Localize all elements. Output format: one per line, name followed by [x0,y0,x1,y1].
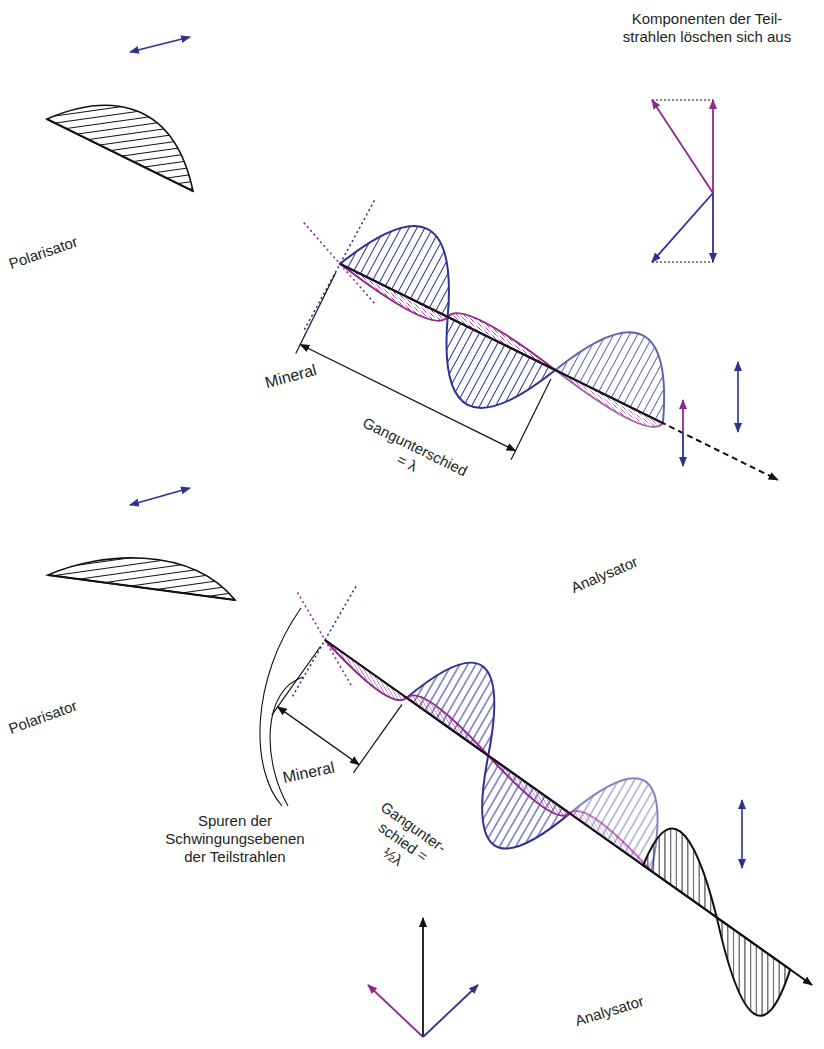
polarizer-panel: Polarisator [4,460,238,750]
wave-lobe [557,792,651,871]
shape-face [6,6,196,282]
component-label: Analysator [568,552,640,596]
component-vector [682,433,684,466]
shape-face [570,780,762,1040]
annotation-text: Komponenten der Teil- strahlen löschen s… [612,10,802,46]
component-vector [712,100,714,193]
fast-ray-wave [320,241,682,445]
analyzer-panel: Analysator [568,778,764,1042]
analyzer-direction [737,362,739,432]
component-vector [368,985,423,1037]
dimension-label: Gangunterschied = λ [348,412,473,498]
component-label: Polarisator [6,232,79,272]
projection-line [652,99,713,100]
wave-lobe [325,640,419,719]
shape-face [235,534,425,564]
component-vector [652,193,713,262]
dimension-label: Gangunter- schied = ½λ [354,797,450,887]
wave-lobe [643,805,716,917]
wave-lobe [717,917,790,1039]
shape-face [6,464,236,747]
extinguished-ray [660,422,778,480]
dimension-tick [511,379,551,460]
component-vector [682,400,684,433]
analyzer-panel-outline [568,778,764,1042]
component-vector [652,100,713,193]
wave-lobe [394,676,488,755]
analyzer-direction [741,800,743,868]
component-label: Mineral [263,361,318,392]
dimension-arrow [278,707,360,765]
projection-line [652,261,713,262]
mineral-block: Mineral [233,530,427,798]
resultant-vector [422,918,424,1037]
analyzer-panel: Analysator [565,316,763,610]
shape-face [235,546,266,796]
wave-lobe [428,294,555,370]
annotation-text: Spuren der Schwingungsebenen der Teilstr… [158,812,312,866]
light-ray [340,264,660,422]
polarizer-panel: Polarisator [4,4,198,286]
shape-face [567,318,761,608]
component-label: Mineral [281,758,336,787]
leader-line [270,677,303,806]
wave-lobe [340,264,467,340]
polarizer-panel-outline [4,460,238,750]
light-ray [47,119,193,191]
shape-face [258,190,495,400]
polarizer-panel-outline [4,4,198,286]
wave-lobe [555,370,682,446]
mineral-block-outline [193,148,498,403]
component-label: Polarisator [6,696,79,737]
polarized-wave [48,558,235,600]
light-ray [48,575,235,600]
dimension-tick [353,704,402,773]
mineral-block: Mineral [193,148,498,403]
resultant-wave [643,805,790,1039]
shape-face [266,554,425,796]
polarizer-direction [130,37,190,52]
component-vector [712,193,714,262]
wave-lobe [488,756,582,835]
analyzer-panel-outline [565,316,763,610]
polarized-wave [47,105,193,191]
component-vector [423,985,478,1037]
dimension-tick [272,647,321,716]
mineral-block-outline [233,530,427,798]
shape-face [195,160,258,400]
polarizer-direction [130,488,190,505]
shape-face [195,150,495,192]
component-label: Analysator [573,992,646,1029]
dimension-tick [296,273,336,354]
light-ray [325,640,812,985]
